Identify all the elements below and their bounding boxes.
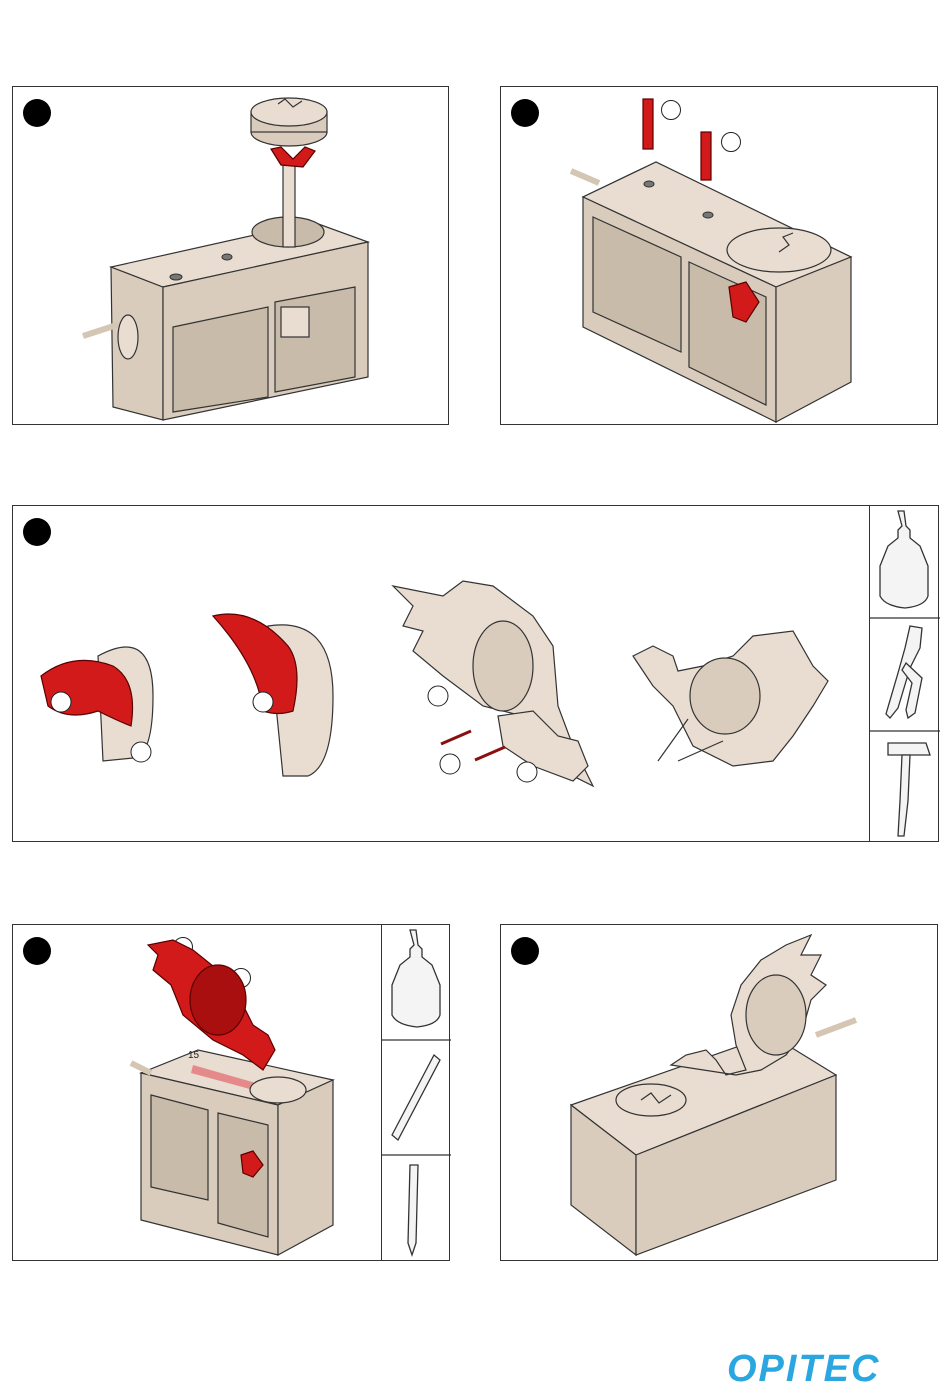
brand-name: OPITEC xyxy=(727,1348,880,1390)
ruler-icon xyxy=(382,1040,451,1155)
step-1-panel xyxy=(12,86,449,425)
opitec-logo: OPITEC xyxy=(727,1350,935,1384)
step-4-panel: 15 xyxy=(12,924,449,1261)
pencil-icon xyxy=(382,1155,451,1262)
step-2-illustration xyxy=(501,87,939,426)
step-5-illustration xyxy=(501,925,939,1262)
step-4-tools xyxy=(381,924,450,1261)
step-2-panel xyxy=(500,86,938,425)
step-5-panel xyxy=(500,924,938,1261)
glue-bottle-icon xyxy=(382,925,451,1040)
step-1-illustration xyxy=(13,87,450,426)
step-3-panel xyxy=(12,505,938,842)
step-3-tools xyxy=(869,505,939,842)
hammer-icon xyxy=(870,731,940,843)
pliers-icon xyxy=(870,618,940,730)
glue-bottle-icon xyxy=(870,506,940,618)
step-3-illustration xyxy=(13,506,939,843)
ruler-mark-label: 15 xyxy=(188,1050,200,1061)
